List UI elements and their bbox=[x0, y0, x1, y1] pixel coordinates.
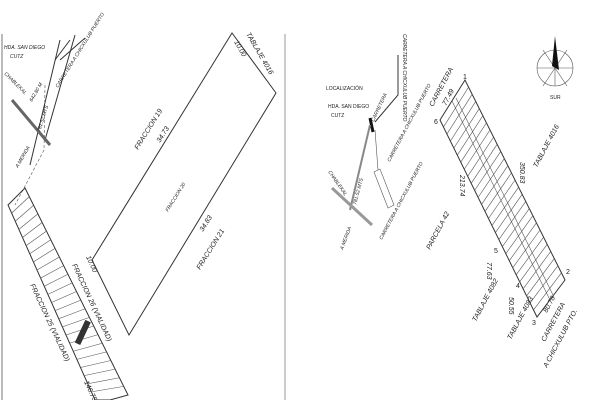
left-plan: HDA. SAN DIEGO CUTZ CHABLEKAL A MERIDA 6… bbox=[1, 12, 286, 400]
cutz-label: CUTZ bbox=[10, 54, 24, 60]
lot-divider bbox=[446, 94, 473, 135]
lot-divider bbox=[467, 136, 494, 177]
lot-divider bbox=[484, 172, 512, 212]
localizacion-title: LOCALIZACIÓN bbox=[326, 85, 363, 92]
parcela-42-label: PARCELA 42 bbox=[426, 211, 452, 251]
highlighted-lot bbox=[74, 319, 91, 346]
fraccion-26-label: FRACCION 26 (VIALIDAD) bbox=[70, 263, 112, 343]
carretera-label-1: CARRETERA A CHICXULUB PUERTO bbox=[386, 83, 432, 163]
lot-divider bbox=[457, 115, 484, 156]
hda-label-right: HDA. SAN DIEGO bbox=[328, 104, 369, 110]
lot-divider bbox=[40, 265, 64, 279]
lot-divider bbox=[25, 230, 47, 246]
lot-divider bbox=[58, 308, 86, 320]
lot-divider bbox=[502, 208, 530, 247]
lot-divider bbox=[477, 158, 505, 198]
fraccion-25-label: FRACCION 25 (VIALIDAD) bbox=[28, 283, 70, 363]
location-sketch-left: HDA. SAN DIEGO CUTZ CHABLEKAL A MERIDA 6… bbox=[3, 12, 106, 206]
lot-divider bbox=[29, 239, 51, 254]
chablekal-label: CHABLEKAL bbox=[3, 71, 28, 96]
lot-divider bbox=[47, 282, 73, 295]
lot-divider bbox=[62, 317, 90, 328]
a-merida-label: A MERIDA bbox=[14, 145, 32, 170]
front-dimension: 10.00 bbox=[84, 255, 98, 274]
lot-divider bbox=[512, 229, 541, 268]
hda-label: HDA. SAN DIEGO bbox=[4, 45, 45, 51]
carretera-vertical-label: CARRETERA A CHICXULUB PUERTO bbox=[401, 34, 407, 121]
vertex-4: 4 bbox=[516, 283, 520, 290]
lot-divider bbox=[73, 342, 103, 352]
lot-divider bbox=[474, 151, 501, 191]
compass-south-label: SUR bbox=[550, 95, 561, 101]
lot-divider bbox=[509, 222, 537, 261]
lot-divider bbox=[488, 179, 516, 219]
lot-divider bbox=[65, 325, 94, 336]
dimension-4-5: 77.63 bbox=[485, 262, 492, 280]
lot-divider bbox=[481, 165, 509, 205]
fraccion-21-label: FRACCION 21 bbox=[196, 228, 227, 271]
lot-divider bbox=[15, 205, 34, 222]
subdivision-parcel bbox=[439, 78, 566, 318]
lot-divider bbox=[69, 334, 99, 344]
vertex-6: 6 bbox=[434, 119, 438, 126]
side-dimension-left: 213.74 bbox=[458, 174, 465, 197]
cutz-label-right: CUTZ bbox=[331, 113, 344, 119]
lot-divider bbox=[33, 248, 56, 263]
lot-divider bbox=[460, 122, 487, 163]
vertex-2: 2 bbox=[566, 269, 570, 276]
lot-divider bbox=[529, 265, 559, 304]
tablaje-4082-label: TABLAJE 4082 bbox=[472, 278, 500, 323]
lot-dimension: 146.75 bbox=[82, 380, 97, 400]
lot-divider bbox=[87, 377, 120, 385]
carretera-top-label: CARRETERA bbox=[370, 92, 389, 123]
lot-divider bbox=[463, 129, 491, 170]
vertex-3: 3 bbox=[532, 320, 536, 327]
vertex-5: 5 bbox=[494, 248, 498, 255]
lot-divider bbox=[36, 256, 60, 271]
lot-divider bbox=[443, 86, 469, 128]
lot-divider bbox=[495, 194, 523, 233]
a-merida-label-right: A MERIDA bbox=[339, 225, 353, 251]
location-sketch-right: LOCALIZACIÓN HDA. SAN DIEGO CUTZ CARRETE… bbox=[326, 34, 433, 252]
lot-divider bbox=[522, 251, 551, 290]
lot-divider bbox=[498, 201, 526, 240]
lot-divider bbox=[51, 291, 77, 303]
dimension-3-4: 50.55 bbox=[507, 297, 514, 315]
right-plan: LOCALIZACIÓN HDA. SAN DIEGO CUTZ CARRETE… bbox=[326, 34, 579, 370]
lot-divider bbox=[519, 244, 548, 282]
lot-divider bbox=[453, 108, 480, 149]
compass-rose-icon: SUR bbox=[536, 36, 574, 101]
lot-divider bbox=[76, 351, 107, 360]
lot-divider bbox=[505, 215, 534, 254]
side-dimension-right: 350.83 bbox=[518, 162, 525, 184]
tablaje-4016-label-right: TABLAJE 4016 bbox=[533, 124, 561, 169]
lot-divider bbox=[11, 196, 30, 214]
lot-divider bbox=[533, 272, 562, 311]
fraccion-20-label: FRACCION 20 bbox=[165, 182, 188, 213]
lot-divider bbox=[526, 258, 555, 297]
lot-divider bbox=[91, 386, 124, 393]
lot-divider bbox=[44, 273, 69, 287]
lot-divider bbox=[22, 222, 43, 238]
fraccion-19-label: FRACCION 19 bbox=[134, 108, 165, 151]
lot-divider bbox=[515, 236, 544, 275]
lot-divider bbox=[18, 213, 39, 230]
lot-divider bbox=[55, 299, 81, 311]
tablaje-width-label: 10.00 bbox=[232, 40, 247, 59]
fraccion-20-parcel bbox=[91, 32, 277, 337]
lot-grid bbox=[7, 187, 129, 400]
lot-divider bbox=[80, 360, 111, 368]
vertex-1: 1 bbox=[463, 74, 467, 81]
distance-label-1: 642.80 M bbox=[29, 81, 45, 103]
lot-divider bbox=[491, 186, 519, 226]
lot-divider bbox=[450, 101, 476, 142]
lot-divider bbox=[470, 144, 498, 184]
lot-divider bbox=[84, 368, 116, 376]
